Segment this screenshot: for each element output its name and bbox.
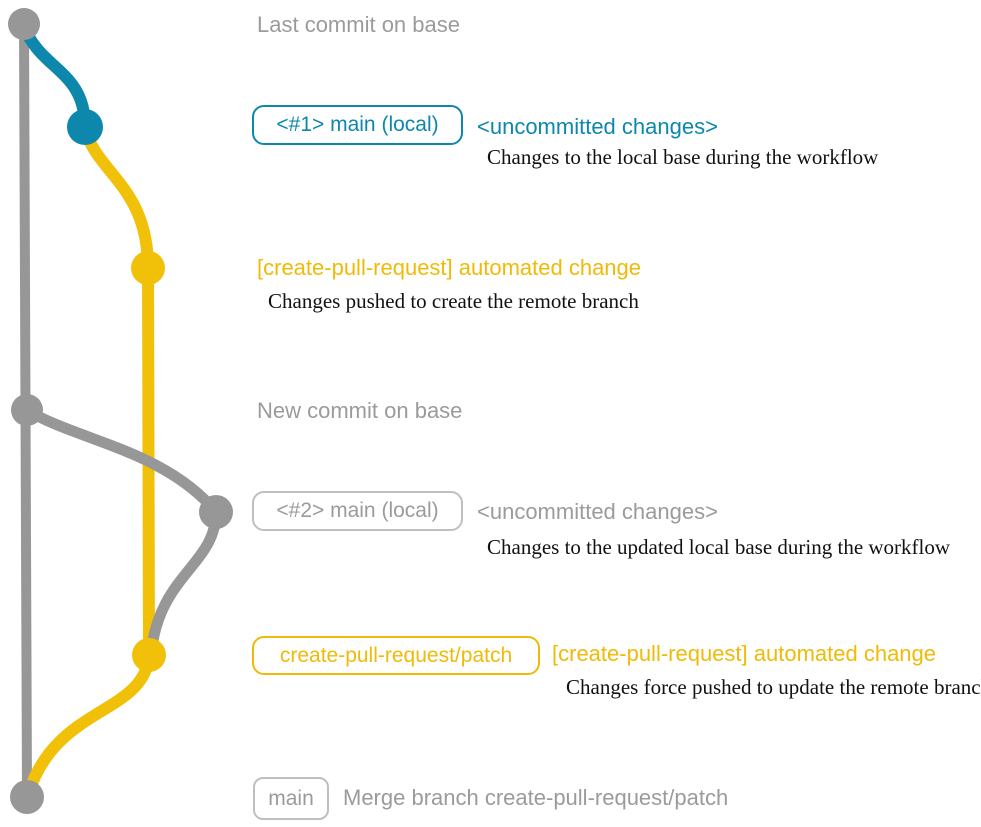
commit-dot-automated-change-2 <box>132 638 166 672</box>
branch-badge-main-local-2: <#2> main (local) <box>252 491 463 531</box>
commit-dot-uncommitted-1 <box>67 109 103 145</box>
commit-dot-last-base <box>8 8 40 40</box>
commit-dot-merge <box>10 780 44 814</box>
branch-badge-patch-label: create-pull-request/patch <box>279 643 513 667</box>
note-automated-change-1: Changes pushed to create the remote bran… <box>268 289 639 313</box>
commit-message-last-base: Last commit on base <box>257 12 460 37</box>
commit-dot-uncommitted-2 <box>199 495 233 529</box>
branch-badge-main: main <box>253 777 329 820</box>
local-main-branch-curve-2-out <box>21 404 222 518</box>
commit-dot-new-base <box>11 394 43 426</box>
branch-badge-main-local-2-label: <#2> main (local) <box>276 499 439 522</box>
branch-badge-main-label: main <box>268 786 314 810</box>
commit-dot-automated-change-1 <box>131 251 165 285</box>
local-main-branch-curve-2-in <box>145 506 222 661</box>
branch-badge-main-local-1: <#1> main (local) <box>252 105 463 145</box>
commit-message-automated-change-1: [create-pull-request] automated change <box>257 255 642 280</box>
commit-message-uncommitted-2: <uncommitted changes> <box>477 499 718 524</box>
commit-message-automated-change-2: [create-pull-request] automated change <box>552 641 937 666</box>
commit-message-uncommitted-1: <uncommitted changes> <box>477 114 718 139</box>
patch-branch-curve-out <box>79 121 154 274</box>
patch-branch-merge-curve <box>22 649 155 801</box>
commit-message-merge: Merge branch create-pull-request/patch <box>343 785 729 810</box>
branch-badge-patch: create-pull-request/patch <box>252 636 540 675</box>
note-uncommitted-1: Changes to the local base during the wor… <box>487 145 879 169</box>
note-uncommitted-2: Changes to the updated local base during… <box>487 535 951 559</box>
branch-badge-main-local-1-label: <#1> main (local) <box>276 113 439 136</box>
note-automated-change-2: Changes force pushed to update the remot… <box>566 675 981 699</box>
commit-message-new-base: New commit on base <box>257 398 463 423</box>
